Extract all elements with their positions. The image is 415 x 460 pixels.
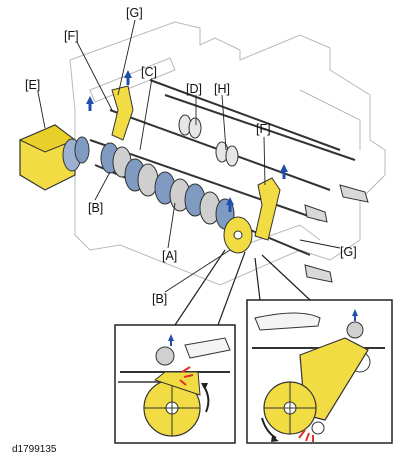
feed-rollers	[100, 142, 235, 230]
yellow-levers	[111, 85, 281, 254]
rotation-arrow-icon-right	[261, 417, 277, 439]
machine-frame-outline	[69, 21, 386, 286]
leader-lines	[37, 19, 341, 293]
shaft-back	[149, 79, 341, 151]
motor	[18, 124, 90, 191]
label-f-right: [F]	[256, 122, 271, 136]
label-h: [H]	[214, 82, 230, 96]
part-labels: [G] [F] [C] [E] [D] [H] [F] [B] [A] [G] …	[25, 6, 357, 306]
zoom-lines	[174, 249, 311, 326]
inset-left	[114, 324, 236, 444]
up-arrow-icon	[86, 70, 288, 212]
label-g-top: [G]	[126, 6, 143, 20]
label-f-left: [F]	[64, 29, 79, 43]
shaft-back2	[164, 94, 356, 161]
figure-caption: d1799135	[12, 444, 57, 455]
label-a: [A]	[162, 249, 177, 263]
label-d: [D]	[186, 82, 202, 96]
label-b-left: [B]	[88, 201, 103, 215]
label-c: [C]	[141, 65, 157, 79]
label-g-right: [G]	[340, 245, 357, 259]
friction-marks-icon	[179, 366, 194, 386]
label-b-bottom: [B]	[152, 292, 167, 306]
inset-right	[246, 299, 393, 444]
up-arrow-icon-inset-left	[168, 334, 174, 346]
friction-marks-icon-right	[298, 429, 314, 442]
idle-rollers	[178, 114, 239, 167]
label-e: [E]	[25, 78, 40, 92]
shaft-handles	[304, 184, 369, 283]
up-arrow-icon-inset-right	[352, 309, 358, 321]
